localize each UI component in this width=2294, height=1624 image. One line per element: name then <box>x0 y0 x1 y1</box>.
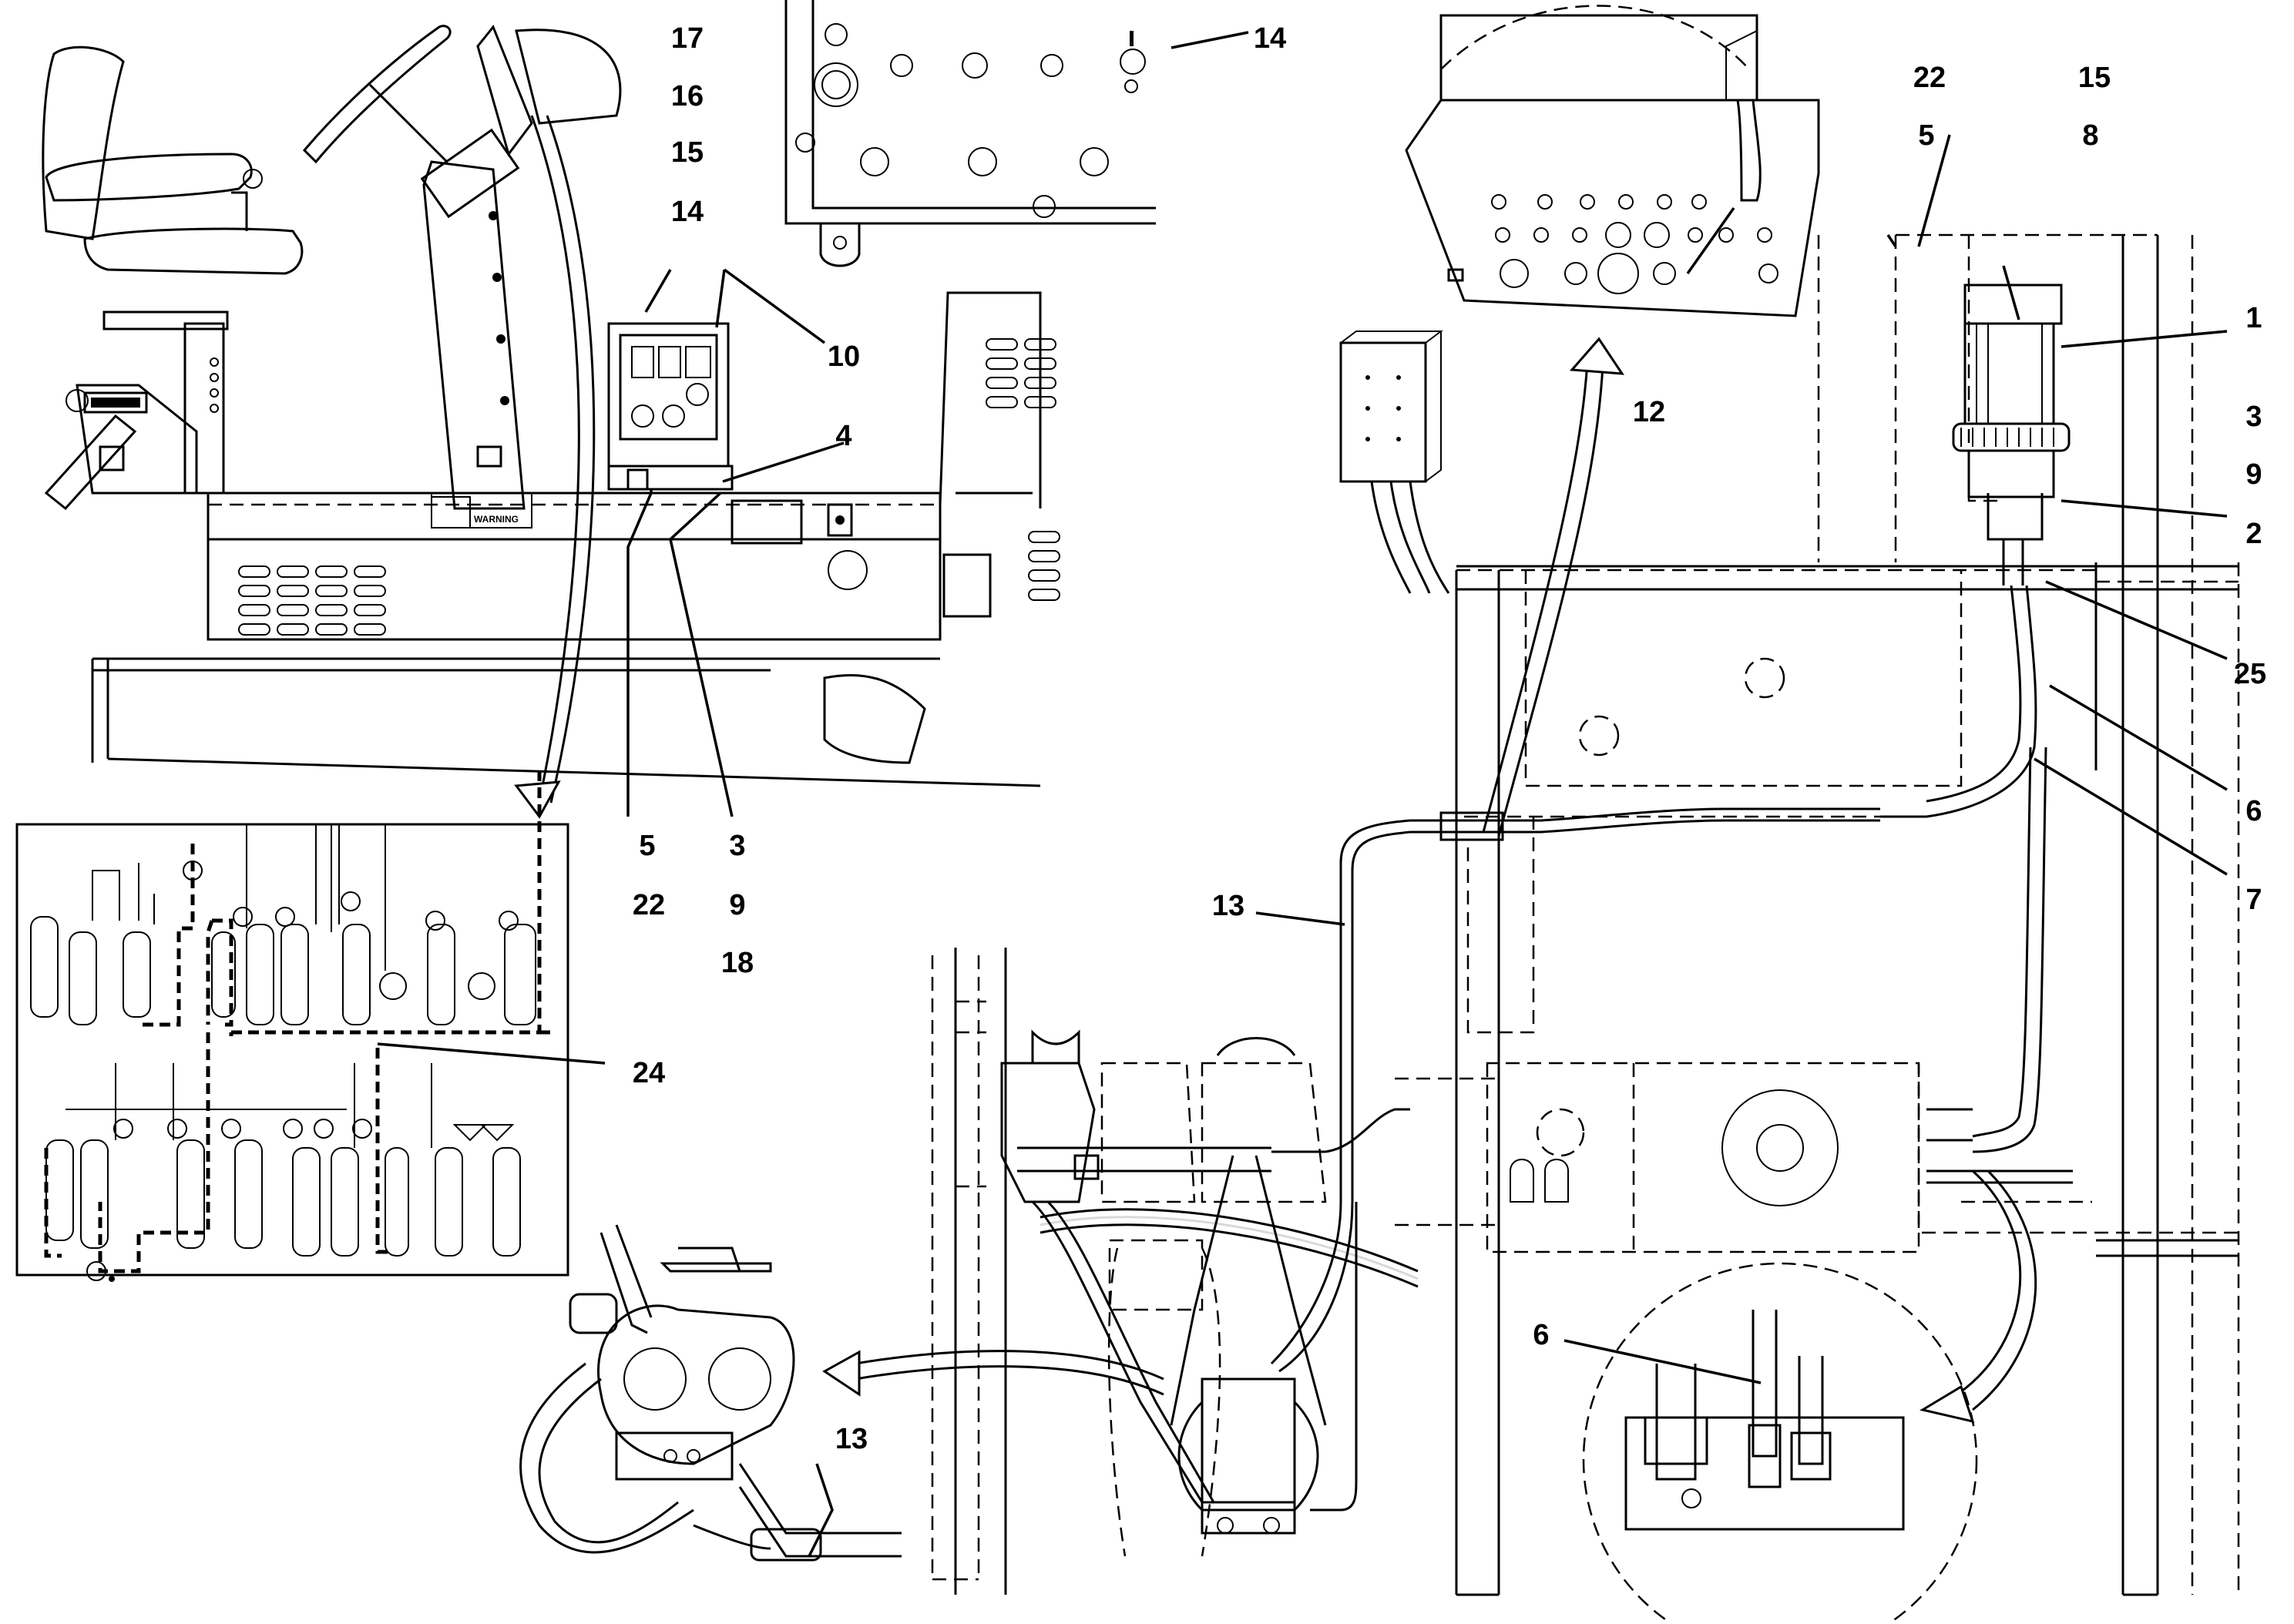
callout-9-left: 9 <box>729 889 745 921</box>
callout-14-panel: 14 <box>1254 22 1286 55</box>
warning-decal-text: WARNING <box>474 514 519 525</box>
accumulator-assembly <box>1880 284 2071 818</box>
steering-wheel <box>302 25 622 510</box>
callout-16-top: 16 <box>671 80 704 112</box>
callout-4: 4 <box>835 420 851 452</box>
callout-labels: 17 16 15 14 10 4 14 5 3 22 9 18 24 13 13… <box>633 22 2266 1455</box>
callout-9-right: 9 <box>2245 458 2262 491</box>
servo-pump-detail <box>519 1224 1164 1562</box>
pump-assembly <box>931 955 1419 1581</box>
callout-22-left: 22 <box>633 889 665 921</box>
callout-13-lower: 13 <box>835 1423 868 1455</box>
callout-6-circle: 6 <box>1533 1319 1549 1351</box>
switch-panel-detail <box>784 0 1156 267</box>
manifold-detail-circle <box>1582 1262 1978 1624</box>
operator-station-view: WARNING <box>42 25 1060 819</box>
callout-10: 10 <box>828 341 860 373</box>
callout-25: 25 <box>2234 658 2266 690</box>
callout-6-right: 6 <box>2245 795 2262 827</box>
control-panel-box <box>607 322 734 491</box>
callout-2: 2 <box>2245 518 2262 550</box>
callout-5-left: 5 <box>639 830 655 862</box>
callout-14-top: 14 <box>671 196 704 228</box>
callout-15-top: 15 <box>671 136 704 169</box>
schematic-inset <box>15 770 569 1282</box>
machine-frame-right <box>954 233 2240 1596</box>
callout-5-right: 5 <box>1918 119 1934 152</box>
callout-3-left: 3 <box>729 830 745 862</box>
callout-15-right: 15 <box>2078 62 2111 94</box>
callout-13-upper: 13 <box>1212 890 1244 922</box>
callout-7: 7 <box>2245 884 2262 916</box>
callout-1: 1 <box>2245 302 2262 334</box>
vent-grille-right <box>986 338 1060 601</box>
leader-lines <box>377 31 2228 1557</box>
hose-lines <box>1270 747 2073 1373</box>
operator-seat <box>42 45 304 511</box>
vent-grille-left <box>238 565 386 636</box>
detail-arrow-1 <box>530 115 580 802</box>
callout-22-right: 22 <box>1913 62 1946 94</box>
detail-arrow-2 <box>1920 1169 2037 1424</box>
callout-24: 24 <box>633 1057 665 1089</box>
machine-frame-left: WARNING <box>91 291 1042 787</box>
callout-17-top: 17 <box>671 22 704 55</box>
callout-18: 18 <box>721 947 754 979</box>
ecu-box-detail <box>1405 5 1820 837</box>
callout-3-right: 3 <box>2245 401 2262 433</box>
callout-12: 12 <box>1633 396 1665 428</box>
callout-8: 8 <box>2082 119 2098 152</box>
